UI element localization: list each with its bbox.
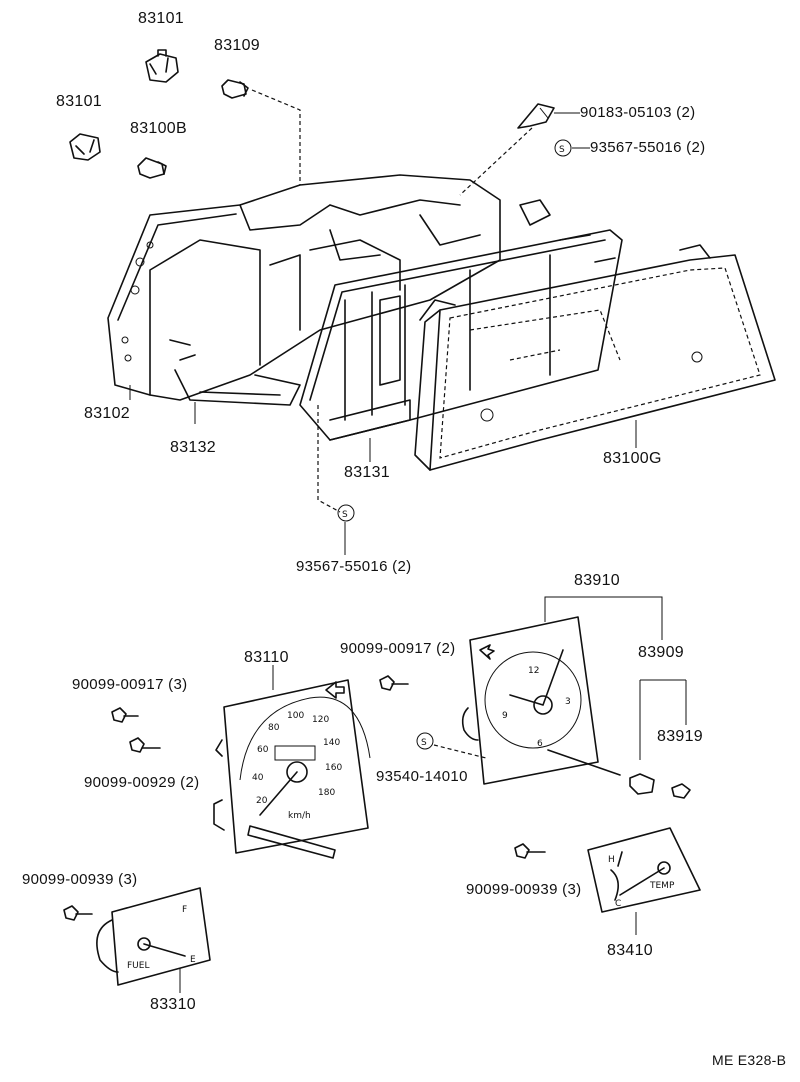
fuel-e: E: [190, 955, 196, 965]
part-label-83132: 83132: [170, 439, 216, 456]
screw-83919: [671, 783, 691, 799]
bulb-socket-83101-top: [145, 49, 179, 83]
part-label-83110: 83110: [244, 649, 289, 666]
s-washer-bottom: S: [337, 504, 355, 522]
screw-90099-00917-right: [379, 675, 409, 691]
part-label-83102: 83102: [84, 405, 130, 422]
speedometer-83110: 20 40 60 80 100 120 140 160 180 km/h: [213, 679, 371, 859]
bulb-83109: [221, 79, 249, 99]
part-label-83101-bottom: 83101: [56, 93, 102, 110]
part-label-90099-00917-2: 90099-00917 (2): [340, 640, 456, 657]
part-label-90099-00929: 90099-00929 (2): [84, 774, 200, 791]
fuel-gauge-83310: F E FUEL: [96, 887, 211, 993]
bracket-83132: [174, 369, 301, 424]
speedo-tick-20: 20: [256, 796, 268, 806]
clock-number-9: 9: [502, 711, 508, 721]
part-label-93567-top: 93567-55016 (2): [590, 139, 706, 156]
svg-text:S: S: [559, 145, 565, 155]
speedo-tick-180: 180: [318, 788, 335, 798]
screw-90099-00939-left: [63, 905, 93, 921]
clock-83910: 12 3 6 9: [461, 616, 621, 785]
diagram-code: ME E328-B: [712, 1052, 787, 1068]
svg-text:S: S: [421, 738, 427, 748]
screw-90099-00939-mid: [514, 843, 546, 859]
s-washer-clock: S: [416, 732, 434, 750]
temp-gauge-83410: H C TEMP: [587, 827, 701, 935]
fuel-f: F: [182, 905, 187, 915]
part-label-83100g: 83100G: [603, 450, 662, 467]
speedo-tick-120: 120: [312, 715, 329, 725]
speedo-tick-140: 140: [323, 738, 340, 748]
part-label-83100b: 83100B: [130, 120, 187, 137]
speedo-tick-80: 80: [268, 723, 280, 733]
s-washer-top: S: [554, 139, 572, 157]
bulb-83909: [629, 773, 655, 795]
speedo-tick-160: 160: [325, 763, 342, 773]
speedo-unit: km/h: [288, 811, 311, 821]
clock-number-3: 3: [565, 697, 571, 707]
part-label-83910: 83910: [574, 572, 620, 589]
panel-83131: [299, 199, 623, 441]
clock-number-6: 6: [537, 739, 543, 749]
temp-label: TEMP: [649, 881, 675, 891]
bulb-83100b: [137, 157, 167, 179]
temp-c: C: [615, 899, 621, 909]
part-label-83919: 83919: [657, 728, 703, 745]
part-label-90099-00939-left: 90099-00939 (3): [22, 871, 138, 888]
housing-83102: [107, 174, 501, 401]
bulb-socket-83101-bottom: [69, 133, 101, 161]
part-label-93567-bottom: 93567-55016 (2): [296, 558, 412, 575]
part-label-93540: 93540-14010: [376, 768, 468, 785]
lens-83100g: [414, 244, 776, 471]
part-label-90099-00917-3: 90099-00917 (3): [72, 676, 188, 693]
screw-90099-00929: [129, 737, 161, 753]
clock-number-12: 12: [528, 666, 539, 676]
part-label-83909: 83909: [638, 644, 684, 661]
speedo-tick-100: 100: [287, 711, 304, 721]
part-label-83101-top: 83101: [138, 10, 184, 27]
fuel-label: FUEL: [127, 961, 149, 971]
speedo-tick-40: 40: [252, 773, 264, 783]
part-label-83310: 83310: [150, 996, 196, 1013]
part-label-83109: 83109: [214, 37, 260, 54]
part-label-90183: 90183-05103 (2): [580, 104, 696, 121]
temp-h: H: [608, 855, 615, 865]
screw-90099-00917-left: [111, 707, 139, 723]
svg-text:S: S: [342, 510, 348, 520]
part-label-83131: 83131: [344, 464, 390, 481]
part-label-83410: 83410: [607, 942, 653, 959]
screw-90183: [517, 103, 555, 129]
part-label-90099-00939-mid: 90099-00939 (3): [466, 881, 582, 898]
speedo-tick-60: 60: [257, 745, 269, 755]
